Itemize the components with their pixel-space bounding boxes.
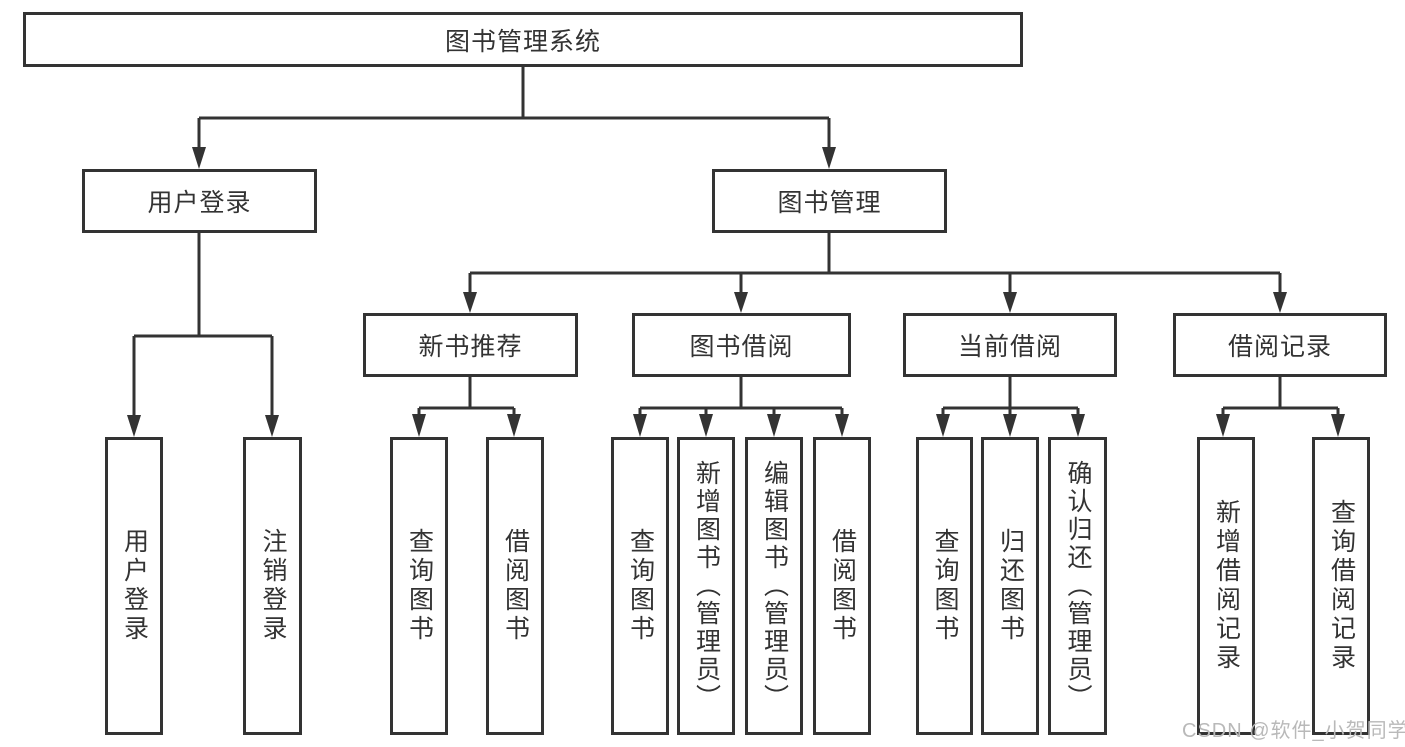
node-new-book-recommend: 新书推荐: [363, 313, 578, 377]
leaf-logout: 注销登录: [243, 437, 302, 735]
leaf-return-books-label: 归还图书: [996, 528, 1025, 644]
leaf-query-books-3-label: 查询图书: [931, 528, 959, 644]
leaf-add-borrow-record-label: 新增借阅记录: [1212, 499, 1241, 673]
leaf-query-books-1-label: 查询图书: [405, 528, 434, 644]
node-new-book-recommend-label: 新书推荐: [418, 333, 523, 361]
leaf-query-books-2-label: 查询图书: [626, 528, 655, 644]
leaf-borrow-books-1: 借阅图书: [486, 437, 544, 735]
leaf-borrow-books-2-label: 借阅图书: [828, 528, 857, 644]
node-library-system-label: 图书管理系统: [444, 27, 601, 56]
node-current-borrowing: 当前借阅: [903, 313, 1117, 377]
node-user-login: 用户登录: [82, 169, 317, 233]
node-book-borrowing: 图书借阅: [632, 313, 851, 377]
leaf-return-books: 归还图书: [981, 437, 1039, 735]
leaf-add-books-admin-label: 新增图书（管理员）: [692, 460, 721, 712]
node-current-borrowing-label: 当前借阅: [957, 333, 1062, 361]
node-book-borrowing-label: 图书借阅: [689, 333, 794, 361]
leaf-confirm-return-admin-label: 确认归还（管理员）: [1064, 460, 1092, 712]
node-book-management-label: 图书管理: [777, 189, 882, 217]
leaf-query-books-1: 查询图书: [390, 437, 448, 735]
watermark-text: CSDN @软件_小贺同学: [1182, 720, 1405, 742]
leaf-user-login-label: 用户登录: [120, 528, 149, 644]
leaf-query-borrow-record-label: 查询借阅记录: [1327, 499, 1356, 673]
leaf-borrow-books-1-label: 借阅图书: [501, 528, 530, 644]
leaf-add-borrow-record: 新增借阅记录: [1197, 437, 1255, 735]
node-borrowing-records-label: 借阅记录: [1227, 333, 1332, 361]
leaf-add-books-admin: 新增图书（管理员）: [677, 437, 735, 735]
leaf-edit-books-admin: 编辑图书（管理员）: [745, 437, 803, 735]
leaf-borrow-books-2: 借阅图书: [813, 437, 871, 735]
leaf-query-books-2: 查询图书: [611, 437, 669, 735]
node-borrowing-records: 借阅记录: [1173, 313, 1387, 377]
leaf-edit-books-admin-label: 编辑图书（管理员）: [760, 460, 789, 712]
node-library-system: 图书管理系统: [23, 12, 1023, 67]
leaf-query-books-3: 查询图书: [916, 437, 973, 735]
leaf-user-login: 用户登录: [105, 437, 163, 735]
leaf-query-borrow-record: 查询借阅记录: [1312, 437, 1370, 735]
node-book-management: 图书管理: [712, 169, 947, 233]
leaf-logout-label: 注销登录: [259, 528, 287, 644]
leaf-confirm-return-admin: 确认归还（管理员）: [1048, 437, 1107, 735]
node-user-login-label: 用户登录: [147, 189, 252, 217]
